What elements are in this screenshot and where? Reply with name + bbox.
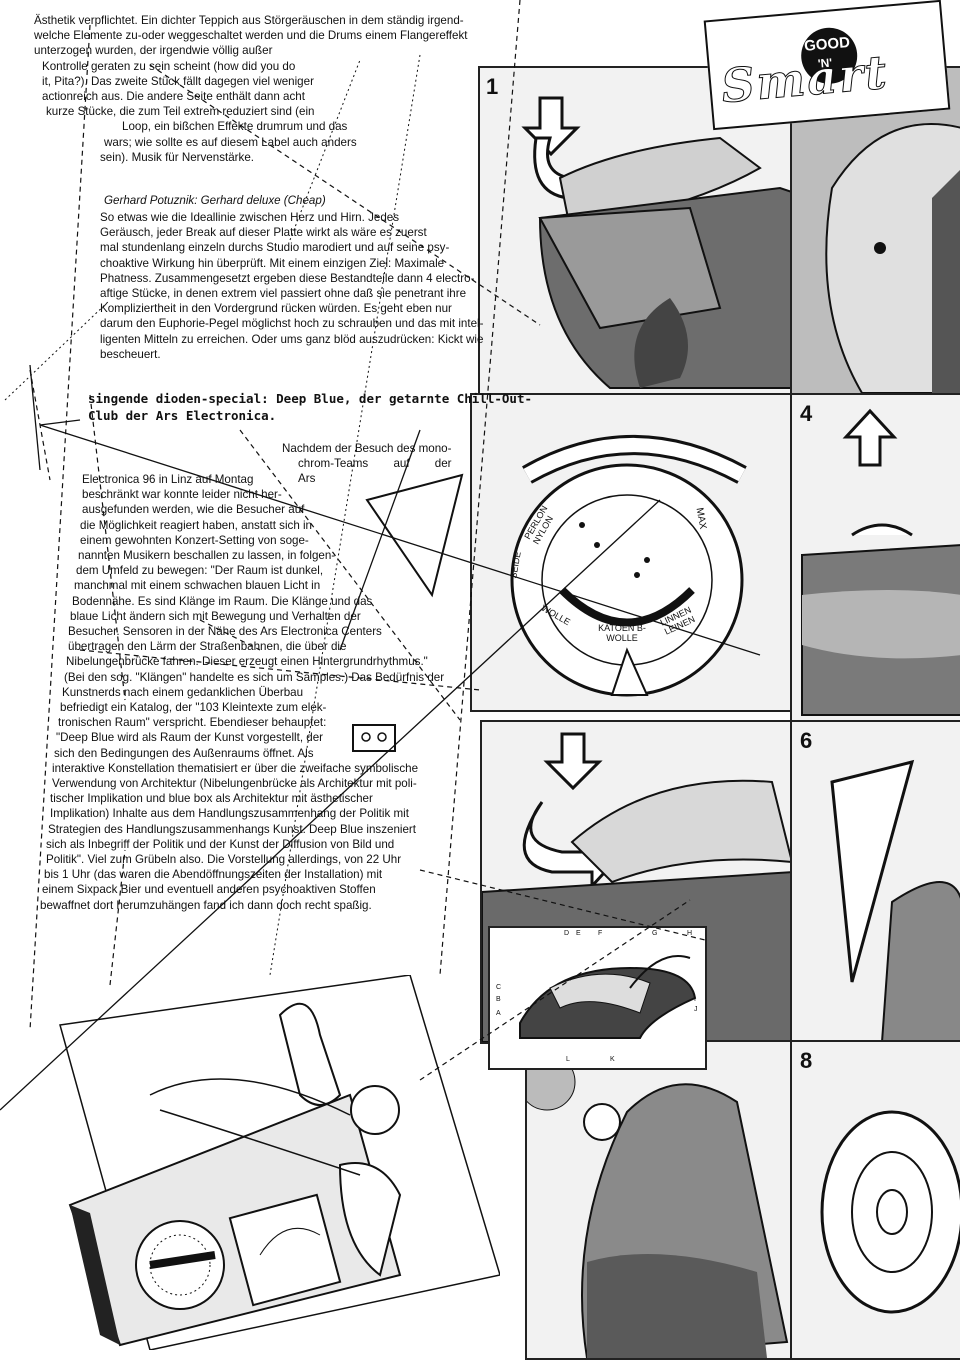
panel-number-4: 4	[800, 401, 813, 426]
body-line: Kunstnerds nach einem gedanklichen Überb…	[62, 685, 304, 699]
review-line: So etwas wie die Ideallinie zwischen Her…	[100, 211, 400, 224]
body-line: befriedigt ein Katalog, der "103 Kleinte…	[60, 701, 327, 715]
intro-line: it, Pita?). Das zweite Stück fällt dageg…	[42, 74, 314, 88]
iron-label-g: G	[652, 930, 658, 937]
panel-number-6: 6	[800, 728, 813, 753]
logo-mark	[801, 27, 858, 84]
iron-diagram-inset: D E F G H C B A I J L K	[488, 926, 707, 1070]
body-line: Verwendung von Architektur (Nibelungenbr…	[52, 777, 417, 791]
review-line: mal stundenlang einzeln durchs Studio ma…	[100, 241, 450, 255]
body-line: sich als Inbegriff der Politik und der K…	[46, 837, 395, 851]
iron-label-i: I	[694, 996, 696, 1003]
illustration-panel-2	[790, 66, 960, 395]
intro-line: actionreich aus. Die andere Seite enthäl…	[42, 90, 305, 104]
body-line: (Bei den sog. "Klängen" handelte es sich…	[64, 670, 445, 684]
dial-label-baumwolle: KATOEN B-WOLLE	[598, 623, 646, 643]
review-line: aftige Stücke, in denen extrem viel pass…	[100, 287, 467, 301]
review-line: Phatness. Zusammengesetzt ergeben diese …	[100, 271, 475, 285]
iron-label-f: F	[598, 930, 603, 937]
round-plate-illustration	[820, 1110, 960, 1314]
body-line: interaktive Konstellation thematisiert e…	[52, 761, 419, 775]
review-line: Geräusch, jeder Break auf dieser Platte …	[100, 226, 427, 240]
intro2-paragraph: Nachdem der Besuch des mono- chrom-Teams…	[282, 441, 492, 487]
body-line: bewaffnet dort herumzuhängen fand ich da…	[40, 898, 372, 912]
body-line: Politik". Viel zum Grübeln also. Die Vor…	[46, 853, 402, 867]
body-line: tischer Implikation und blue box als Arc…	[50, 792, 373, 806]
hand-press-illustration	[521, 96, 810, 389]
intro-line: Loop, ein bißchen Effekte drumrum und da…	[122, 120, 348, 134]
intro2-line: chrom-Teams auf der Ars	[298, 457, 452, 486]
multimeter-illustration-box	[30, 975, 500, 1350]
illustration-panel-4: 4	[790, 393, 960, 722]
illustration-panel-7	[525, 1040, 797, 1360]
iron-label-e: E	[576, 930, 581, 937]
body-line: einem gewohnten Konzert-Setting von soge…	[80, 533, 309, 547]
intro-line: Ästhetik verpflichtet. Ein dichter Teppi…	[34, 14, 464, 27]
iron-label-k: K	[610, 1056, 615, 1063]
steam-iron-diagram	[519, 955, 697, 1039]
review-heading: Gerhard Potuznik: Gerhard deluxe (Cheap)	[104, 194, 326, 207]
special-heading-line: singende dioden-special: Deep Blue, der …	[88, 391, 533, 406]
review-line: darum den Euphorie-Pegel möglichst hoch …	[100, 317, 484, 331]
review-line: choaktive Wirkung hin überprüft. Mit ein…	[100, 256, 445, 270]
body-line: "Deep Blue wird als Raum der Kunst vorge…	[56, 731, 324, 745]
body-line: Bodennähe. Es sind Klänge im Raum. Die K…	[72, 594, 373, 608]
body-line: blaue Licht ändern sich mit Bewegung und…	[70, 609, 361, 623]
intro2-line: Nachdem der Besuch des mono-	[282, 442, 452, 455]
intro-line: unterzogen wurden, der irgendwie völlig …	[34, 44, 273, 58]
iron-label-d: D	[564, 930, 570, 937]
panel-number-8: 8	[800, 1048, 813, 1073]
intro-paragraph: Ästhetik verpflichtet. Ein dichter Teppi…	[34, 13, 512, 165]
illustration-panel-8: 8	[790, 1040, 960, 1360]
body-line: bis 1 Uhr (das waren die Abendöffnungsze…	[44, 868, 383, 882]
illustration-panel-6: 6	[790, 720, 960, 1044]
body-line: übertragen den Lärm der Straßenbahnen, d…	[68, 640, 347, 654]
special-heading-line: Club der Ars Electronica.	[88, 408, 277, 423]
iron-label-l: L	[566, 1056, 570, 1063]
body-line: ausgefunden werden, wie die Besucher auf	[82, 503, 305, 517]
body-line: Nibelungenbrücke fahren. Dieser erzeugt …	[66, 655, 428, 669]
body-line: Implikation) Inhalte aus dem Handlungszu…	[50, 807, 409, 821]
intro-line: Kontrolle geraten zu sein scheint (how d…	[42, 59, 296, 73]
good-n-smart-logo: GOOD 'N' Smart	[703, 0, 951, 131]
body-line: manchmal mit einem schwachen blauen Lich…	[74, 579, 321, 593]
body-line: Electronica 96 in Linz auf Montag	[82, 473, 254, 486]
review-line: bescheuert.	[100, 347, 161, 361]
body-line: nannten Musikern beschallen zu lassen, i…	[78, 549, 336, 563]
article-body: Electronica 96 in Linz auf Montag beschr…	[40, 472, 488, 913]
body-line: sich den Bedingungen des Außenraums öffn…	[54, 746, 314, 760]
body-line: einem Sixpack Bier und eventuell anderen…	[42, 883, 376, 897]
iron-label-j: J	[694, 1006, 698, 1013]
illustration-panel-3: PERLON NYLON SEIDE WOLLE KATOEN B-WOLLE …	[470, 393, 794, 712]
iron-side-illustration	[801, 408, 960, 716]
triangle-iron-illustration	[830, 759, 960, 1042]
review-line: Kompliziertheit in den Vordergrund rücke…	[100, 302, 452, 316]
iron-label-h: H	[687, 930, 693, 937]
intro-line: welche Elemente zu-oder weggeschaltet we…	[34, 29, 468, 43]
multimeter-illustration	[59, 975, 500, 1350]
review-line: ligenten Mitteln zu erreichen. Oder ums …	[100, 332, 484, 346]
body-line: beschränkt war konnte leider nicht her-	[82, 488, 282, 502]
intro-line: kurze Stücke, die zum Teil extrem reduzi…	[46, 105, 315, 119]
intro-line: sein). Musik für Nervenstärke.	[100, 150, 254, 164]
body-line: dem Umfeld zu bewegen: "Der Raum ist dun…	[76, 564, 324, 578]
iron-base-illustration	[527, 1053, 789, 1358]
body-line: Strategien des Handlungszusammenhangs Ku…	[48, 822, 416, 836]
body-line: tronischen Raum" verspricht. Ebendieser …	[58, 716, 327, 730]
body-line: Besucher. Sensoren in der Nähe des Ars E…	[68, 625, 382, 639]
intro-line: wars; wie sollte es auf diesem Label auc…	[104, 135, 357, 149]
special-heading: singende dioden-special: Deep Blue, der …	[88, 390, 533, 424]
review-paragraph: So etwas wie die Ideallinie zwischen Her…	[100, 210, 500, 362]
iron-closeup-illustration	[825, 123, 960, 393]
body-line: die Möglichkeit reagiert haben, anstatt …	[80, 518, 313, 532]
